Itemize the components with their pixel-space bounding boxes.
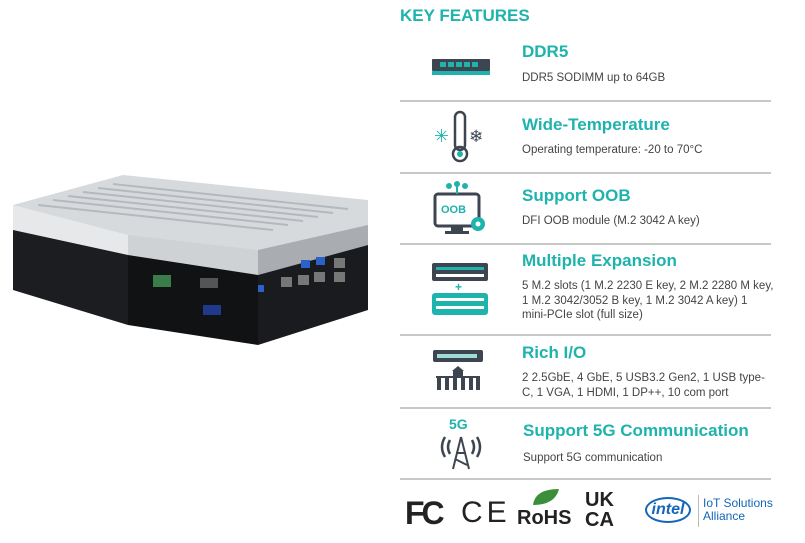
intel-logo: intel	[645, 497, 691, 523]
svg-text:✳: ✳	[434, 126, 449, 146]
intel-alliance-text: IoT Solutions Alliance	[703, 497, 773, 523]
feature-desc: DFI OOB module (M.2 3042 A key)	[522, 215, 700, 227]
thermometer-icon: ✳❄	[430, 110, 492, 164]
fcc-logo: FC	[405, 495, 445, 531]
oob-icon-label: OOB	[441, 204, 466, 216]
feature-desc: DDR5 SODIMM up to 64GB	[522, 72, 666, 84]
ce-logo: CE	[461, 496, 511, 529]
ukca-top: UK	[585, 489, 614, 511]
ukca-logo: UK CA	[585, 490, 614, 530]
leaf-icon	[533, 489, 559, 505]
feature-title: DDR5	[522, 42, 569, 61]
svg-text:❄: ❄	[469, 127, 483, 146]
feature-desc: 5 M.2 slots (1 M.2 2230 E key, 2 M.2 228…	[522, 280, 774, 321]
certification-logos: FC CE RoHS UK CA intel IoT Solutions All…	[405, 489, 775, 533]
feature-support-oob: OOB Support OOB DFI OOB module (M.2 3042…	[400, 174, 771, 245]
feature-title: Wide-Temperature	[522, 115, 670, 134]
feature-desc: Support 5G communication	[523, 452, 663, 464]
ukca-bottom: CA	[585, 509, 614, 531]
rohs-logo: RoHS	[517, 489, 573, 533]
feature-wide-temperature: ✳❄ Wide-Temperature Operating temperatur…	[400, 102, 771, 174]
oob-monitor-icon: OOB	[430, 180, 492, 236]
expansion-slots-icon: +	[430, 261, 492, 317]
svg-text:+: +	[455, 280, 462, 294]
5g-icon-label: 5G	[449, 416, 468, 432]
key-features-heading: KEY FEATURES	[400, 6, 530, 25]
feature-5g-communication: 5G Support 5G Communication Support 5G c…	[400, 409, 771, 480]
feature-ddr5: DDR5 DDR5 SODIMM up to 64GB	[400, 32, 771, 102]
alliance-line-2: Alliance	[703, 509, 746, 523]
feature-title: Multiple Expansion	[522, 251, 677, 270]
rohs-text: RoHS	[517, 507, 572, 529]
memory-icon	[430, 52, 492, 82]
product-image	[8, 150, 378, 355]
alliance-line-1: IoT Solutions	[703, 496, 773, 510]
feature-multiple-expansion: + Multiple Expansion 5 M.2 slots (1 M.2 …	[400, 245, 774, 336]
feature-title: Support OOB	[522, 186, 631, 205]
feature-rich-io: Rich I/O 2 2.5GbE, 4 GbE, 5 USB3.2 Gen2,…	[400, 336, 771, 409]
5g-tower-icon: 5G	[430, 413, 492, 473]
feature-desc: 2 2.5GbE, 4 GbE, 5 USB3.2 Gen2, 1 USB ty…	[522, 372, 765, 399]
io-ports-icon	[430, 346, 492, 396]
logo-divider	[698, 495, 699, 527]
feature-title: Rich I/O	[522, 343, 587, 362]
feature-title: Support 5G Communication	[523, 421, 749, 440]
feature-desc: Operating temperature: -20 to 70°C	[522, 144, 703, 156]
